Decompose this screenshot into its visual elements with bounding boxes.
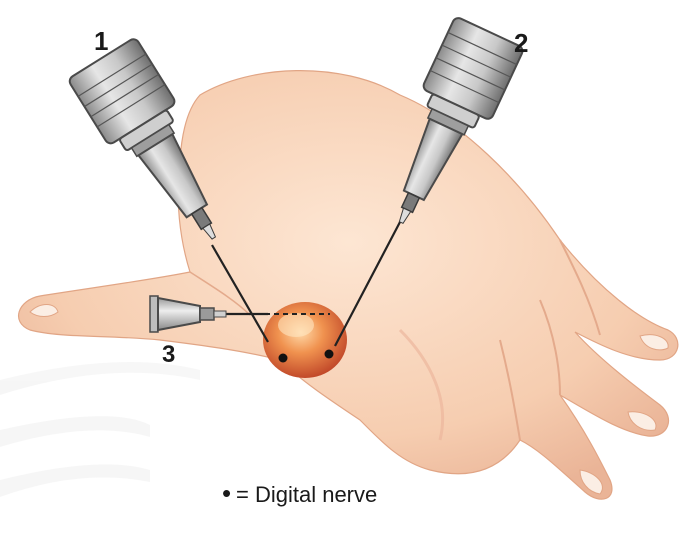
syringe-2-label: 2 — [514, 28, 528, 58]
syringe-1-label: 1 — [94, 26, 108, 56]
legend-text: = Digital nerve — [236, 482, 377, 507]
anesthetic-wheal — [263, 302, 347, 378]
digital-nerve-dot-left — [279, 354, 288, 363]
legend-symbol: • — [222, 478, 231, 508]
digital-nerve-dot-right — [325, 350, 334, 359]
syringe-3-label: 3 — [162, 341, 175, 368]
legend: • = Digital nerve — [222, 478, 377, 508]
background-swooshes — [0, 362, 200, 497]
